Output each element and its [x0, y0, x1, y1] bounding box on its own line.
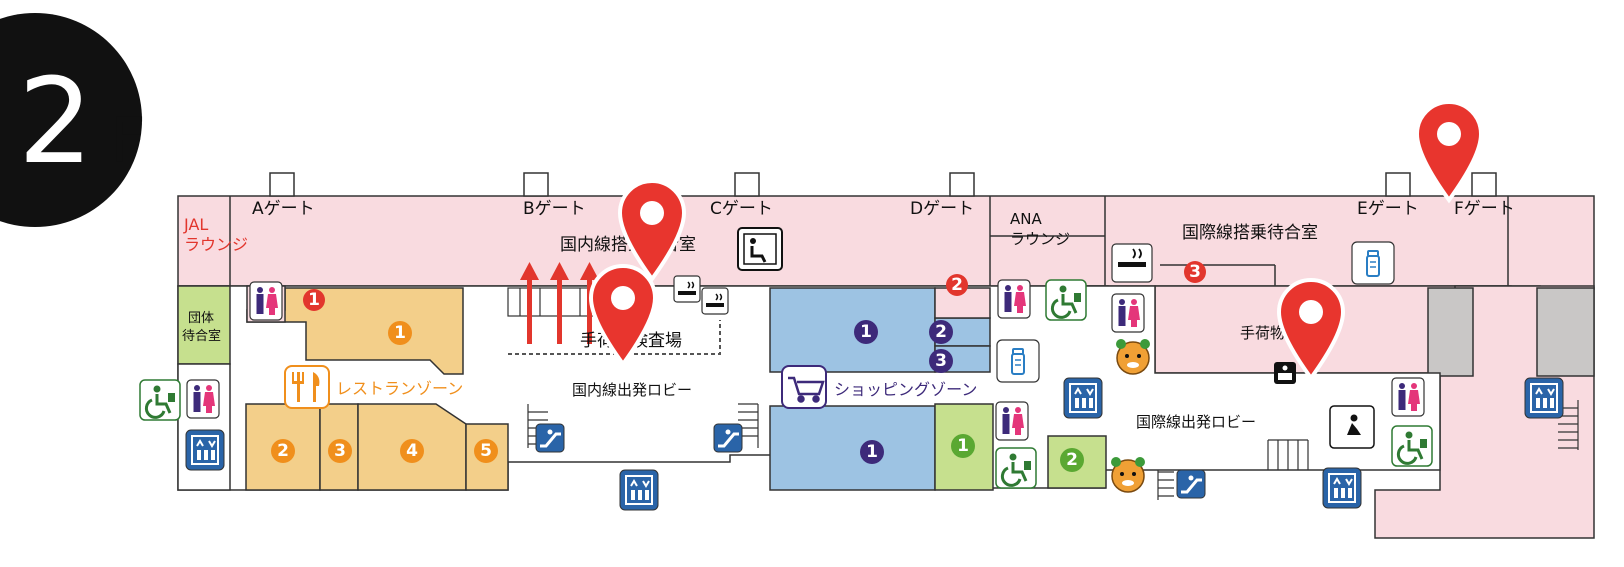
intl-waiting-label: 国際線搭乗待合室 — [1182, 223, 1318, 243]
gate-c-label: Cゲート — [710, 199, 773, 219]
restaurant-markers: 1 2 3 4 5 — [271, 321, 498, 463]
elevator-icon — [185, 429, 225, 471]
baby-care-room-icon — [996, 339, 1040, 383]
mascot-icon — [1111, 457, 1145, 493]
floor-number: 2 — [18, 52, 93, 190]
jetway-e — [1385, 172, 1411, 197]
shop-marker-2: 2 — [935, 322, 947, 342]
security-boundary — [508, 320, 721, 355]
shop-1-south — [769, 405, 936, 491]
restroom-icon — [997, 279, 1031, 319]
group-room-label-1: 団体 — [188, 311, 214, 326]
jetway-b — [523, 172, 549, 197]
wheelchair-accessible-icon — [138, 378, 182, 422]
baby-care-room-icon — [1351, 241, 1395, 285]
security-flow-arrows — [520, 262, 599, 344]
ana-lounge-label-2: ラウンジ — [1010, 230, 1070, 248]
green-marker-1: 1 — [957, 436, 969, 456]
restroom-icon — [186, 379, 220, 419]
wheelchair-accessible-icon — [1044, 278, 1088, 322]
fork-knife-icon — [292, 372, 320, 402]
gate-d-label: Dゲート — [910, 199, 974, 219]
elevator-icon — [619, 469, 659, 511]
smoking-area-icon — [673, 275, 701, 303]
shopping-cart-icon — [788, 376, 825, 403]
elevator-icon — [1063, 377, 1103, 419]
prayer-room-icon — [1329, 405, 1375, 449]
jal-lounge-label-2: ラウンジ — [184, 235, 248, 254]
room-labels: 団体 待合室 国内線搭乗待合室 手荷物検査場 国内線出発ロビー 国際線搭乗待合室… — [182, 223, 1330, 431]
shop-marker-1: 1 — [860, 322, 872, 342]
mascot-icon — [1116, 339, 1150, 375]
jetway-c — [734, 172, 760, 197]
shop-marker-1-south: 1 — [866, 442, 878, 462]
wheelchair-accessible-icon — [1390, 424, 1434, 468]
elevator-icon — [1524, 377, 1564, 419]
restaurant-marker-5: 5 — [480, 441, 492, 461]
restroom-icon — [1391, 377, 1425, 417]
departure-gates-band — [177, 172, 1595, 290]
restaurant-zone-sign: レストランゾーン — [284, 365, 463, 409]
domestic-security-lanes — [507, 287, 599, 317]
green-markers: 1 2 — [951, 434, 1084, 472]
shopping-markers: 1 2 3 1 — [854, 320, 953, 464]
smoking-area-icon — [701, 287, 729, 315]
jetway-f — [1471, 172, 1497, 197]
green-marker-2: 2 — [1066, 450, 1078, 470]
jal-lounge-label-1: JAL — [183, 215, 208, 234]
intl-pillar-2 — [1536, 287, 1595, 377]
jetway-a — [269, 172, 295, 197]
shopping-zone-area — [769, 287, 1107, 491]
gate-b-label: Bゲート — [523, 199, 586, 219]
restroom-icon — [1111, 293, 1145, 333]
domestic-lobby-label: 国内線出発ロビー — [572, 381, 692, 399]
floor-badge: 2 F — [0, 13, 146, 227]
group-room-label-2: 待合室 — [182, 328, 221, 344]
red-marker-2: 2 — [951, 275, 963, 295]
gate-f-label: Fゲート — [1454, 199, 1515, 219]
shopping-zone-sign: ショッピングゾーン — [781, 365, 977, 409]
shop-1-north — [769, 287, 936, 373]
lounge-labels: JAL ラウンジ ANA ラウンジ — [183, 210, 1070, 254]
restaurant-marker-2: 2 — [277, 441, 289, 461]
escalator-icon — [1175, 468, 1207, 500]
ana-lounge-label-1: ANA — [1010, 210, 1042, 228]
gate-a-label: Aゲート — [252, 199, 315, 219]
shop-marker-3: 3 — [935, 351, 947, 371]
gate-labels: Aゲート Bゲート Cゲート Dゲート Eゲート Fゲート — [252, 199, 1515, 219]
escalator-icon — [712, 422, 744, 454]
intl-lobby-label: 国際線出発ロビー — [1136, 413, 1256, 431]
elevator-icon — [1322, 467, 1362, 509]
intl-pillar-1 — [1427, 287, 1474, 377]
red-marker-1: 1 — [308, 290, 320, 310]
restroom-icon — [995, 401, 1029, 441]
floor-suffix: F — [110, 104, 146, 177]
airport-lounge-icon — [737, 227, 783, 271]
gate-e-label: Eゲート — [1357, 199, 1419, 219]
shopping-zone-label: ショッピングゾーン — [834, 380, 977, 399]
red-markers: 1 2 3 — [303, 261, 1206, 311]
restaurant-zone-area — [245, 287, 509, 491]
escalator-icon — [534, 422, 566, 454]
red-marker-3: 3 — [1189, 262, 1201, 282]
restaurant-zone-label: レストランゾーン — [336, 379, 463, 398]
restroom-icon — [249, 281, 283, 321]
jetway-d — [949, 172, 975, 197]
restaurant-marker-1: 1 — [394, 323, 406, 343]
info-desk-icon — [1274, 362, 1296, 384]
wheelchair-accessible-icon — [994, 446, 1038, 490]
group-waiting-room — [177, 285, 231, 365]
smoking-room-icon — [1111, 243, 1153, 283]
restaurant-marker-4: 4 — [406, 441, 418, 461]
restaurant-marker-3: 3 — [334, 441, 346, 461]
